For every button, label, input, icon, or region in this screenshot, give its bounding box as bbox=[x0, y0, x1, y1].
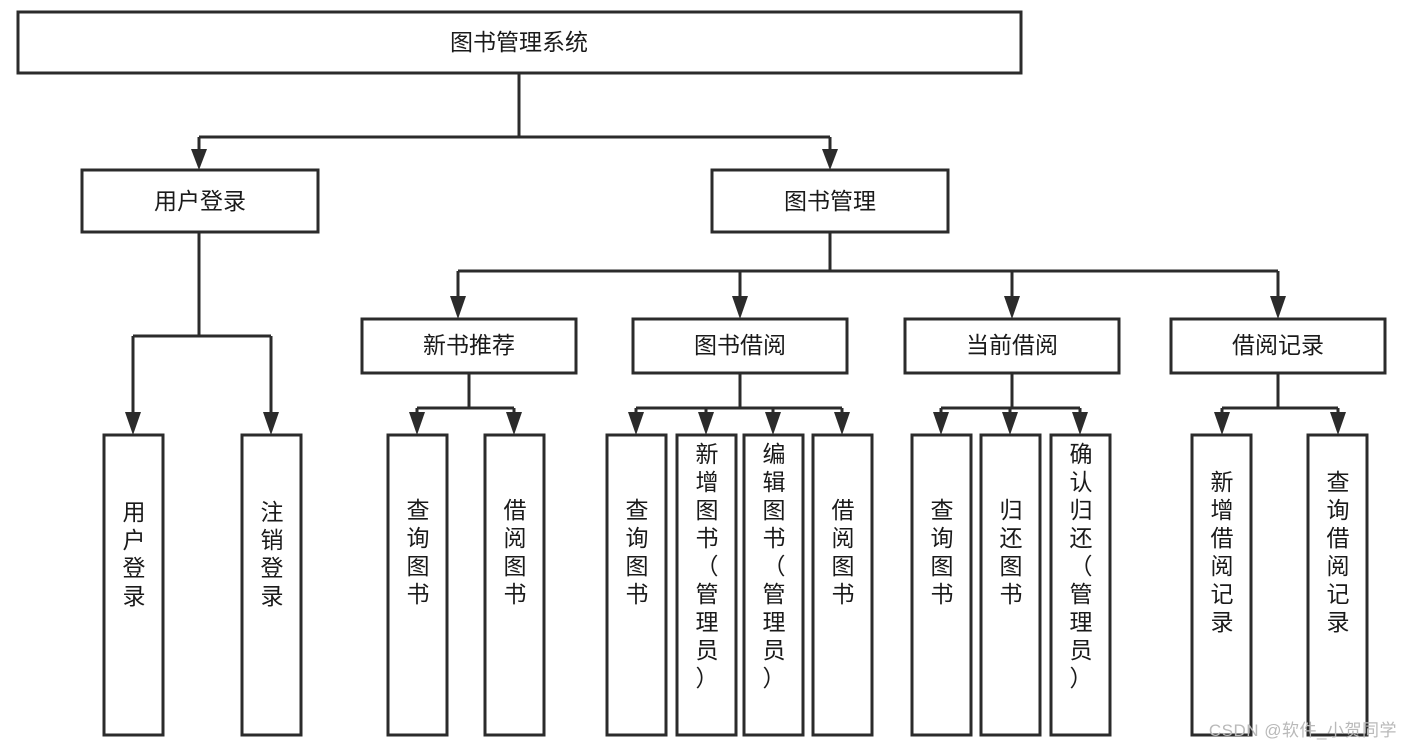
arrow-records-leaf12 bbox=[1214, 412, 1230, 435]
leaf-node-edit-book-admin-box[interactable] bbox=[742, 433, 805, 737]
leaf-node-borrow-books-rec[interactable]: 借阅图书 bbox=[483, 433, 546, 737]
leaf-node-query-borrow-record-label: 查询借阅记录 bbox=[1327, 469, 1350, 635]
arrow-current-leaf9 bbox=[933, 412, 949, 435]
leaf-node-return-books-label: 归还图书 bbox=[1000, 497, 1023, 607]
leaf-node-borrow-books-borrow-box[interactable] bbox=[811, 433, 874, 737]
node-borrow-records-box[interactable] bbox=[1169, 317, 1387, 375]
leaf-node-confirm-return-admin[interactable]: 确认归还（管理员） bbox=[1049, 433, 1112, 737]
node-root-box[interactable] bbox=[16, 10, 1023, 75]
arrow-borrow-leaf8 bbox=[834, 412, 850, 435]
leaf-node-add-book-admin-box[interactable] bbox=[675, 433, 738, 737]
leaf-node-add-borrow-record-box[interactable] bbox=[1190, 433, 1253, 737]
node-book-management[interactable]: 图书管理 bbox=[710, 168, 950, 234]
leaf-node-confirm-return-admin-label: 确认归还（管理员） bbox=[1070, 441, 1093, 691]
arrow-borrow-leaf7 bbox=[765, 412, 781, 435]
leaf-node-query-borrow-record-box[interactable] bbox=[1306, 433, 1369, 737]
leaf-node-add-book-admin[interactable]: 新增图书（管理员） bbox=[675, 433, 738, 737]
arrow-current-leaf10 bbox=[1002, 412, 1018, 435]
leaf-node-confirm-return-admin-box[interactable] bbox=[1049, 433, 1112, 737]
leaf-node-borrow-books-borrow[interactable]: 借阅图书 bbox=[811, 433, 874, 737]
arrow-records-leaf13 bbox=[1330, 412, 1346, 435]
leaf-node-query-borrow-record[interactable]: 查询借阅记录 bbox=[1306, 433, 1369, 737]
leaf-node-query-books-rec-box[interactable] bbox=[386, 433, 449, 737]
arrow-login-leaf1 bbox=[125, 412, 141, 435]
leaf-node-query-books-current[interactable]: 查询图书 bbox=[910, 433, 973, 737]
leaf-node-add-borrow-record-label: 新增借阅记录 bbox=[1211, 469, 1234, 635]
node-current-borrow-label: 当前借阅 bbox=[966, 332, 1058, 358]
node-borrow-records[interactable]: 借阅记录 bbox=[1169, 317, 1387, 375]
arrow-newbook-leaf4 bbox=[506, 412, 522, 435]
leaf-node-add-borrow-record[interactable]: 新增借阅记录 bbox=[1190, 433, 1253, 737]
leaf-node-add-book-admin-label: 新增图书（管理员） bbox=[696, 441, 719, 691]
arrow-root-to-login bbox=[191, 149, 207, 170]
leaf-node-return-books[interactable]: 归还图书 bbox=[979, 433, 1042, 737]
node-new-book-recommend[interactable]: 新书推荐 bbox=[360, 317, 578, 375]
node-login-box[interactable] bbox=[80, 168, 320, 234]
node-login-label: 用户登录 bbox=[154, 188, 246, 214]
leaf-node-user-login[interactable]: 用户登录 bbox=[102, 433, 165, 737]
node-current-borrow[interactable]: 当前借阅 bbox=[903, 317, 1121, 375]
node-login[interactable]: 用户登录 bbox=[80, 168, 320, 234]
leaf-node-borrow-books-rec-box[interactable] bbox=[483, 433, 546, 737]
leaf-node-query-books-rec[interactable]: 查询图书 bbox=[386, 433, 449, 737]
leaf-node-query-books-borrow-label: 查询图书 bbox=[626, 497, 649, 607]
node-new-book-recommend-box[interactable] bbox=[360, 317, 578, 375]
leaf-node-query-books-current-box[interactable] bbox=[910, 433, 973, 737]
arrow-login-leaf2 bbox=[263, 412, 279, 435]
leaf-node-edit-book-admin[interactable]: 编辑图书（管理员） bbox=[742, 433, 805, 737]
node-book-management-label: 图书管理 bbox=[784, 188, 876, 214]
connector-layer bbox=[125, 73, 1346, 435]
node-book-management-box[interactable] bbox=[710, 168, 950, 234]
arrow-bookmgmt-records bbox=[1270, 296, 1286, 319]
arrow-bookmgmt-borrow bbox=[732, 296, 748, 319]
arrow-bookmgmt-current bbox=[1004, 296, 1020, 319]
node-root-label: 图书管理系统 bbox=[450, 29, 588, 55]
arrow-current-leaf11 bbox=[1072, 412, 1088, 435]
node-book-borrow-box[interactable] bbox=[631, 317, 849, 375]
arrow-borrow-leaf6 bbox=[698, 412, 714, 435]
node-new-book-recommend-label: 新书推荐 bbox=[423, 332, 515, 358]
node-book-borrow[interactable]: 图书借阅 bbox=[631, 317, 849, 375]
leaf-node-user-login-box[interactable] bbox=[102, 433, 165, 737]
node-root[interactable]: 图书管理系统 bbox=[16, 10, 1023, 75]
leaf-node-borrow-books-rec-label: 借阅图书 bbox=[504, 497, 527, 607]
node-book-borrow-label: 图书借阅 bbox=[694, 332, 786, 358]
leaf-node-query-books-borrow-box[interactable] bbox=[605, 433, 668, 737]
leaf-node-logout-box[interactable] bbox=[240, 433, 303, 737]
leaf-node-query-books-borrow[interactable]: 查询图书 bbox=[605, 433, 668, 737]
leaf-node-borrow-books-borrow-label: 借阅图书 bbox=[832, 497, 855, 607]
leaf-node-logout[interactable]: 注销登录 bbox=[240, 433, 303, 737]
leaf-node-query-books-rec-label: 查询图书 bbox=[407, 497, 430, 607]
arrow-root-to-bookmgmt bbox=[822, 149, 838, 170]
leaf-node-edit-book-admin-label: 编辑图书（管理员） bbox=[763, 441, 786, 691]
arrow-bookmgmt-newbook bbox=[450, 296, 466, 319]
arrow-newbook-leaf3 bbox=[409, 412, 425, 435]
node-borrow-records-label: 借阅记录 bbox=[1232, 332, 1324, 358]
arrow-borrow-leaf5 bbox=[628, 412, 644, 435]
node-current-borrow-box[interactable] bbox=[903, 317, 1121, 375]
leaf-node-user-login-label: 用户登录 bbox=[123, 499, 146, 609]
leaf-node-return-books-box[interactable] bbox=[979, 433, 1042, 737]
leaf-node-logout-label: 注销登录 bbox=[261, 499, 284, 609]
leaf-node-query-books-current-label: 查询图书 bbox=[931, 497, 954, 607]
